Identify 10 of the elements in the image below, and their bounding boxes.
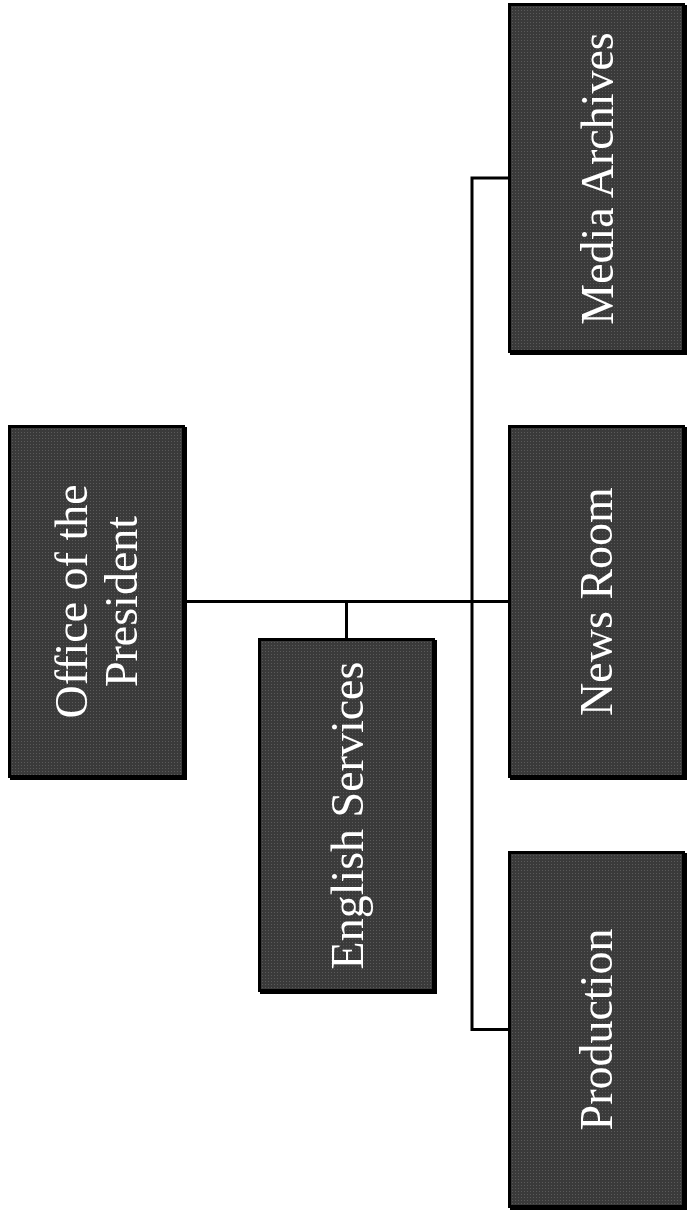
org-box [508,425,685,778]
org-box [258,638,435,992]
org-box [508,851,685,1208]
unit-name: Office of the President [45,484,147,719]
org-box [8,425,185,778]
unit-name: Media Archives [570,31,622,325]
unit-name: Production [570,928,622,1131]
org-box [508,3,685,353]
unit-name: English Services [320,661,372,969]
unit-name: News Room [570,487,622,716]
